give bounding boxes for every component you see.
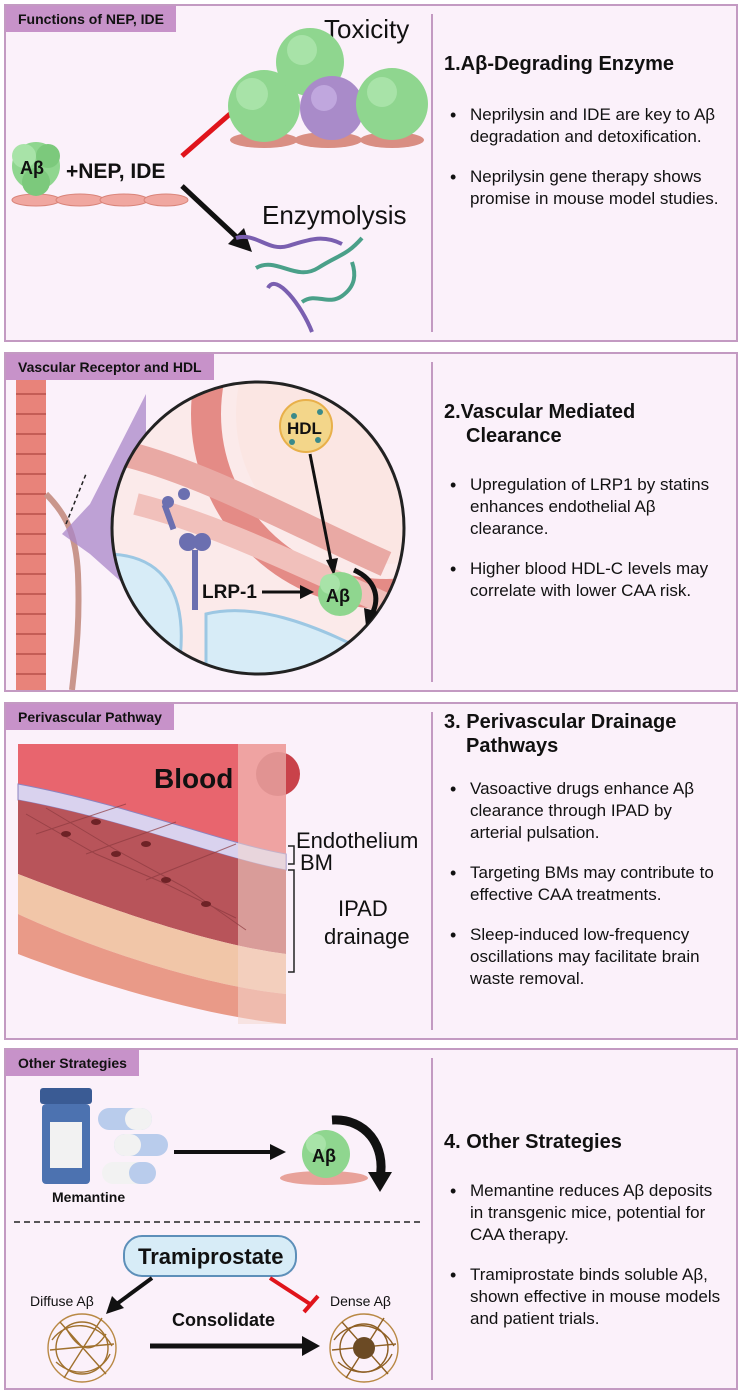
diffuse-fibril-icon xyxy=(47,1313,117,1383)
tramiprostate-box-icon xyxy=(123,1235,297,1277)
panel-vascular: HDL LRP-1 Aβ Vascular Receptor and HDL 2… xyxy=(4,352,738,692)
bullet-item: Neprilysin gene therapy shows promise in… xyxy=(444,166,728,210)
other-strategies-illustration: Memantine Aβ Tramiprostate Diffuse Aβ De… xyxy=(14,1088,424,1383)
vascular-illustration: HDL LRP-1 Aβ xyxy=(16,354,406,690)
abeta-label: Aβ xyxy=(20,158,44,178)
bullet-item: Higher blood HDL-C levels may correlate … xyxy=(444,558,728,602)
diffuse-label: Diffuse Aβ xyxy=(30,1293,94,1309)
hdl-label: HDL xyxy=(287,419,322,438)
inhibit-arrow-icon xyxy=(268,1276,312,1306)
panel-heading: 4. Other Strategies xyxy=(444,1131,622,1153)
panel-heading: 1.Aβ-Degrading Enzyme xyxy=(444,53,675,75)
bullet-item: Targeting BMs may contribute to effectiv… xyxy=(444,862,728,906)
perivascular-illustration: Blood Endothelium BM IPAD drainage xyxy=(17,744,418,1024)
peptide-fragments-icon xyxy=(235,234,364,333)
bullet-item: Vasoactive drugs enhance Aβ clearance th… xyxy=(444,778,728,844)
panel-heading-line2: Clearance xyxy=(466,425,562,447)
abeta-cluster-icon xyxy=(318,572,362,616)
abeta-cluster-icon xyxy=(280,1130,368,1185)
panel-divider xyxy=(431,712,433,1030)
bullet-item: Tramiprostate binds soluble Aβ, shown ef… xyxy=(444,1264,728,1330)
panel-divider xyxy=(431,362,433,682)
cell-layer-icon xyxy=(11,193,189,207)
panel-heading-line1: 2.Vascular Mediated xyxy=(444,401,636,423)
toxicity-label: Toxicity xyxy=(324,14,409,44)
zoomed-vessel-icon xyxy=(112,382,404,674)
ipad-bracket-icon xyxy=(288,869,295,973)
enzymolysis-arrow-icon xyxy=(180,184,246,246)
panel-divider xyxy=(431,1058,433,1380)
lrp1-label: LRP-1 xyxy=(202,582,257,603)
endothelium-bracket-icon xyxy=(288,845,295,865)
endothelium-label: Endothelium xyxy=(296,828,418,853)
curved-arrow-icon xyxy=(352,567,379,616)
bm-label: BM xyxy=(300,850,333,875)
panel-enzyme: Aβ +NEP, IDE Toxicity Enzymolysis xyxy=(4,4,738,342)
panel-tag: Other Strategies xyxy=(6,1050,139,1076)
panel-divider xyxy=(431,14,433,332)
dense-core-icon xyxy=(353,1337,375,1359)
bullet-item: Sleep-induced low-frequency oscillations… xyxy=(444,924,728,990)
abeta-label: Aβ xyxy=(326,586,350,606)
enzymolysis-label: Enzymolysis xyxy=(262,200,406,230)
curved-arrow-icon xyxy=(331,1115,386,1179)
bullet-item: Upregulation of LRP1 by statins enhances… xyxy=(444,474,728,540)
bullet-item: Neprilysin and IDE are key to Aβ degrada… xyxy=(444,104,728,148)
ipad-label: IPAD xyxy=(338,896,388,921)
tramiprostate-label: Tramiprostate xyxy=(138,1244,284,1269)
vessel-wall-icon xyxy=(17,744,300,1024)
medicine-bottle-icon xyxy=(40,1088,92,1184)
lrp1-receptor-icon xyxy=(161,488,211,610)
blood-label: Blood xyxy=(154,763,233,794)
abeta-label: Aβ xyxy=(312,1146,336,1166)
panel-perivascular: Blood Endothelium BM IPAD drainage Periv… xyxy=(4,702,738,1040)
memantine-label: Memantine xyxy=(52,1189,125,1205)
panel-tag: Functions of NEP, IDE xyxy=(6,6,176,32)
hdl-particle-icon xyxy=(279,399,333,453)
enzyme-illustration: Aβ +NEP, IDE Toxicity Enzymolysis xyxy=(11,14,428,333)
consolidate-label: Consolidate xyxy=(172,1310,275,1330)
toxic-aggregate-icon xyxy=(228,28,428,148)
panel-other: Memantine Aβ Tramiprostate Diffuse Aβ De… xyxy=(4,1048,738,1390)
capsule-icon xyxy=(98,1108,168,1184)
dense-label: Dense Aβ xyxy=(330,1293,391,1309)
panel-heading-line2: Pathways xyxy=(466,735,559,757)
panel-tag: Vascular Receptor and HDL xyxy=(6,354,214,380)
enzyme-label: +NEP, IDE xyxy=(66,160,165,183)
vessel-column-icon xyxy=(16,354,82,690)
panel-heading-line1: 3. Perivascular Drainage xyxy=(444,711,677,733)
abeta-cluster-icon xyxy=(12,142,60,196)
bullet-item: Memantine reduces Aβ deposits in transge… xyxy=(444,1180,728,1246)
panel-tag: Perivascular Pathway xyxy=(6,704,174,730)
drainage-label: drainage xyxy=(324,924,410,949)
